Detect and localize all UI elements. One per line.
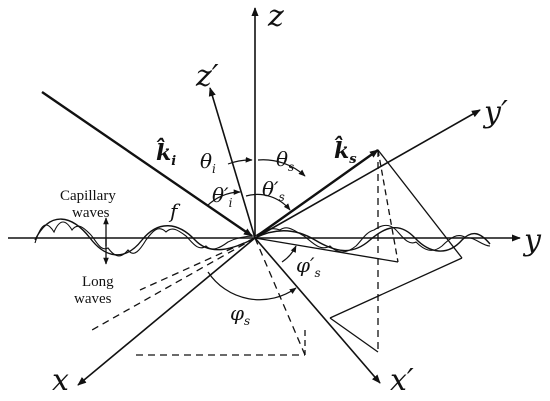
scattered-plane-line-3 [377,149,399,263]
f-label: f [168,199,181,223]
y-axis-label: y [522,223,542,258]
theta-i-label: θi [200,149,216,176]
theta-i-prime-label: θ′i [212,183,233,210]
phi-s-label: φs [230,301,250,328]
z-axis-label: z [267,0,284,34]
phi-s-prime-arc [281,245,297,263]
theta-s-label: θs [276,147,294,174]
projection-dashed-4 [139,237,256,291]
scattered-vector-line [256,149,379,237]
phi-s-arc [207,271,297,301]
capillary-label-line2: waves [72,205,110,221]
y-prime-axis-line [254,109,481,239]
scattered-plane-line-1 [377,149,463,259]
theta-s-prime-arc [245,193,291,211]
incident-vector-line [41,91,253,237]
phi-s-prime-label: φ′s [296,253,321,280]
long-wave-curve [34,218,491,256]
long-label-line1: Long [82,274,114,290]
scattered-plane-line-4 [254,237,399,263]
capillary-wave-curve [34,221,491,257]
x-axis-label: x [52,363,69,398]
theta-s-arc [257,159,306,177]
theta-i-prime-arc [206,189,241,207]
y-prime-axis-label: y′ [482,95,508,130]
scattered-plane-line-2 [329,257,463,319]
x-prime-axis-line [254,237,381,384]
theta-i-arc [227,156,253,165]
scattered-vector-label: k̂s [334,136,357,167]
z-prime-axis-label: z′ [195,59,219,94]
x-axis-line [77,237,256,386]
long-label-line2: waves [74,291,112,307]
capillary-label-line1: Capillary [60,188,116,204]
scattered-plane-line-5 [329,317,379,353]
x-prime-axis-label: x′ [390,363,414,398]
theta-s-prime-label: θ′s [262,177,285,204]
incident-vector-label: k̂i [156,138,176,169]
